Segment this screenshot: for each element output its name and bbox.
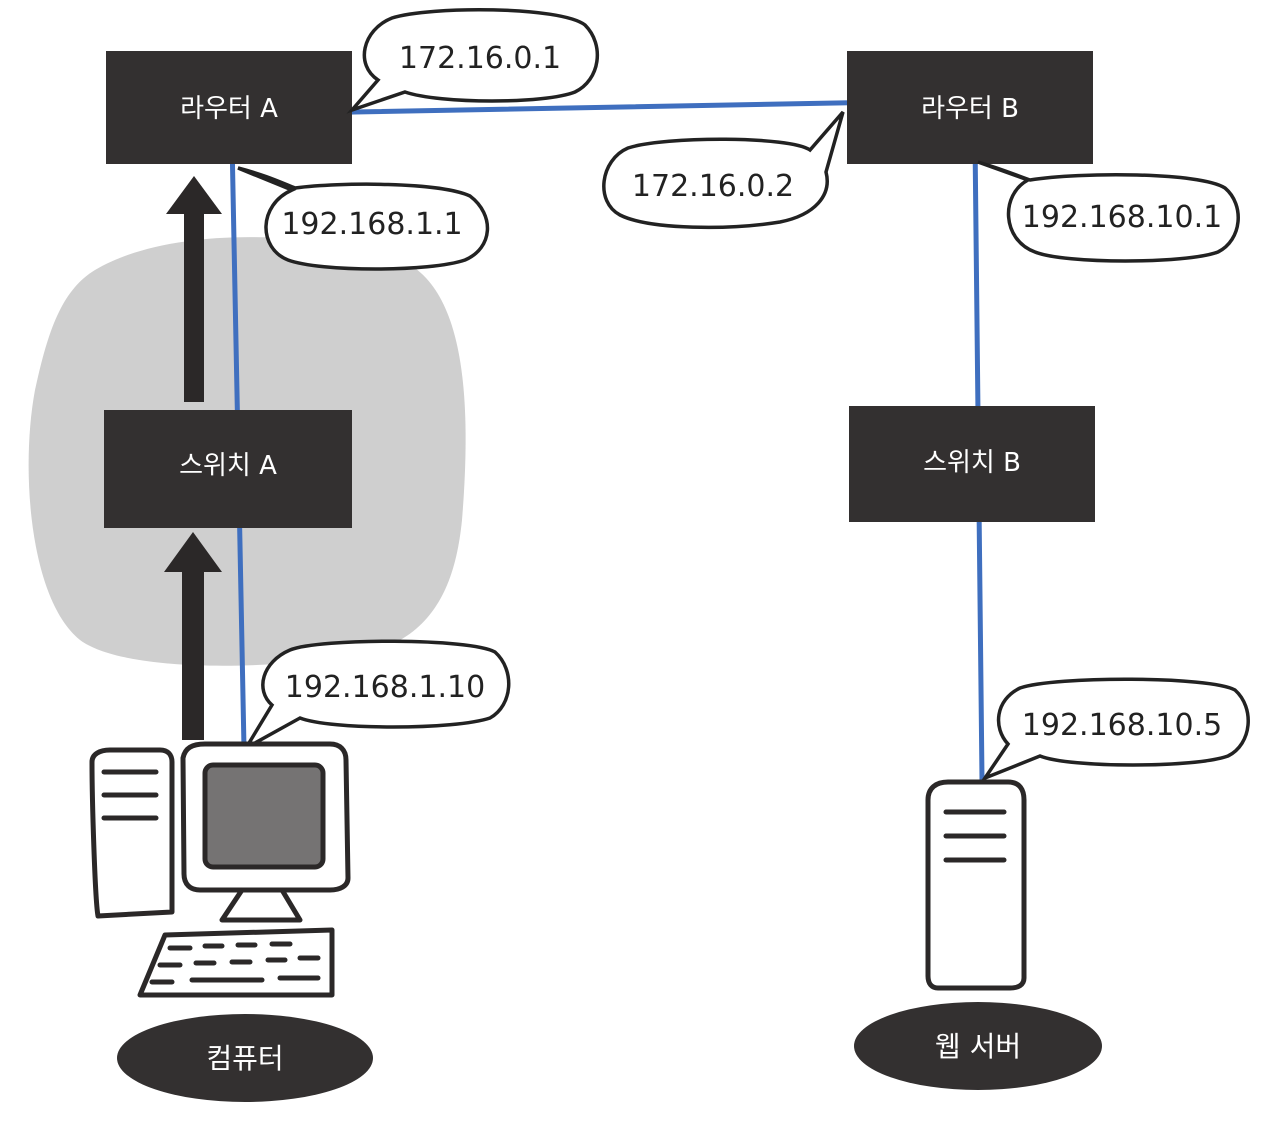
router-a: 라우터 A [106, 51, 352, 164]
ip-172-16-0-1: 172.16.0.1 [399, 41, 561, 76]
bubble-server-ip: 192.168.10.5 [980, 677, 1250, 782]
bubble-computer-ip: 192.168.1.10 [241, 639, 511, 753]
switch-a-label: 스위치 A [179, 451, 277, 481]
router-b: 라우터 B [847, 51, 1093, 164]
computer-label-pill: 컴퓨터 [117, 1014, 373, 1102]
bubble-router-b-wan: 172.16.0.2 [602, 110, 845, 230]
ip-192-168-10-5: 192.168.10.5 [1022, 708, 1222, 743]
router-a-label: 라우터 A [180, 94, 278, 124]
arrow-up-icon [166, 176, 222, 402]
ip-192-168-10-1: 192.168.10.1 [1022, 200, 1222, 235]
router-b-label: 라우터 B [921, 94, 1019, 124]
computer-label: 컴퓨터 [206, 1042, 283, 1075]
switch-a: 스위치 A [104, 410, 352, 528]
switch-b-label: 스위치 B [923, 448, 1021, 478]
server-tower-icon [925, 779, 1027, 991]
bubble-router-a-lan: 192.168.1.1 [237, 166, 490, 271]
ip-172-16-0-2: 172.16.0.2 [632, 169, 794, 204]
ip-192-168-1-10: 192.168.1.10 [285, 670, 485, 705]
bubble-router-a-wan: 172.16.0.1 [346, 8, 600, 114]
desktop-computer-icon [89, 741, 351, 998]
web-server-label: 웹 서버 [935, 1030, 1021, 1063]
web-server-label-pill: 웹 서버 [854, 1002, 1102, 1090]
switch-b: 스위치 B [849, 406, 1095, 522]
arrow-up-icon [164, 532, 222, 740]
bubble-router-b-lan: 192.168.10.1 [977, 160, 1240, 263]
ip-192-168-1-1: 192.168.1.1 [281, 207, 462, 242]
